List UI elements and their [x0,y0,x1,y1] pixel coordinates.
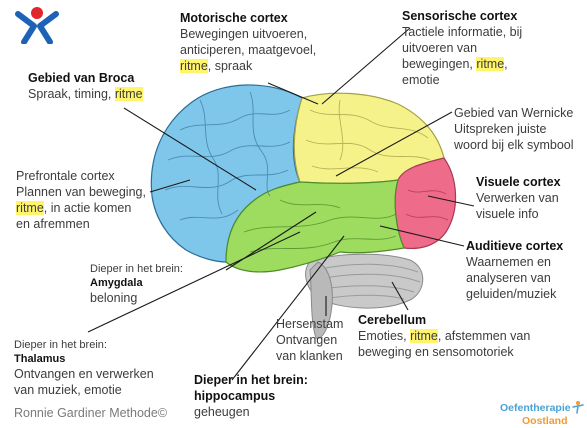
sensorische-line-2: uitvoeren van [402,40,522,56]
label-motorische-cortex: Motorische cortex Bewegingen uitvoeren, … [180,10,316,74]
label-cerebellum: Cerebellum Emoties, ritme, afstemmen van… [358,312,530,360]
cerebellum-highlight: ritme [410,329,438,343]
visuele-title: Visuele cortex [476,174,561,190]
label-broca: Gebied van Broca Spraak, timing, ritme [28,70,143,102]
hersenstam-line-3: van klanken [276,348,343,364]
broca-line-1: Spraak, timing, ritme [28,86,143,102]
hersenstam-line-1: Hersenstam [276,316,343,332]
hippocampus-title-1: Dieper in het brein: [194,372,308,388]
sensorische-after: , [504,57,507,71]
logo-figure-icon [572,400,584,414]
wernicke-line-3: woord bij elk symbool [454,137,574,153]
hersenstam-line-2: Ontvangen [276,332,343,348]
oefentherapie-logo: Oefentherapie Oostland [500,400,584,426]
broca-highlight: ritme [115,87,143,101]
cerebellum-line-2: beweging en sensomotoriek [358,344,530,360]
label-wernicke: Gebied van Wernicke Uitspreken juiste wo… [454,105,574,153]
auditieve-title: Auditieve cortex [466,238,563,254]
label-amygdala: Dieper in het brein: Amygdala beloning [90,262,183,306]
sensorische-highlight: ritme [476,57,504,71]
amygdala-desc: beloning [90,290,183,306]
motorische-title: Motorische cortex [180,10,316,26]
cerebellum-title: Cerebellum [358,312,530,328]
cerebellum-line-1: Emoties, ritme, afstemmen van [358,328,530,344]
prefrontale-highlight: ritme [16,201,44,215]
sensorische-line-4: emotie [402,72,522,88]
wernicke-line-1: Gebied van Wernicke [454,105,574,121]
sensorische-title: Sensorische cortex [402,8,522,24]
sensorische-line-3: bewegingen, ritme, [402,56,522,72]
label-visuele-cortex: Visuele cortex Verwerken van visuele inf… [476,174,561,222]
auditieve-line-2: analyseren van [466,270,563,286]
motorische-after: , spraak [208,59,252,73]
thalamus-line-2: van muziek, emotie [14,382,154,398]
broca-title: Gebied van Broca [28,70,143,86]
auditieve-line-3: geluiden/muziek [466,286,563,302]
thalamus-line-1: Ontvangen en verwerken [14,366,154,382]
prefrontale-after: , in actie komen [44,201,132,215]
cerebellum-after: , afstemmen van [438,329,530,343]
hippocampus-desc: geheugen [194,404,308,420]
thalamus-intro: Dieper in het brein: [14,338,154,352]
visuele-line-1: Verwerken van [476,190,561,206]
label-sensorische-cortex: Sensorische cortex Tactiele informatie, … [402,8,522,88]
label-hersenstam: Hersenstam Ontvangen van klanken [276,316,343,364]
motorische-highlight: ritme [180,59,208,73]
motorische-line-3: ritme, spraak [180,58,316,74]
label-thalamus: Dieper in het brein: Thalamus Ontvangen … [14,338,154,398]
prefrontale-line-4: en afremmen [16,216,146,232]
sensorische-pre: bewegingen, [402,57,476,71]
label-auditieve-cortex: Auditieve cortex Waarnemen en analyseren… [466,238,563,302]
credit-text: Ronnie Gardiner Methode© [14,406,167,420]
cerebellum-pre: Emoties, [358,329,410,343]
visuele-line-2: visuele info [476,206,561,222]
logo-line-2: Oostland [522,415,568,427]
hippocampus-title-2: hippocampus [194,388,308,404]
auditieve-line-1: Waarnemen en [466,254,563,270]
broca-pre: Spraak, timing, [28,87,115,101]
motorische-line-1: Bewegingen uitvoeren, [180,26,316,42]
prefrontale-line-3: ritme, in actie komen [16,200,146,216]
wernicke-line-2: Uitspreken juiste [454,121,574,137]
prefrontale-line-1: Prefrontale cortex [16,168,146,184]
label-hippocampus: Dieper in het brein: hippocampus geheuge… [194,372,308,420]
motorische-line-2: anticiperen, maatgevoel, [180,42,316,58]
thalamus-title: Thalamus [14,352,154,366]
amygdala-title: Amygdala [90,276,183,290]
label-prefrontale-cortex: Prefrontale cortex Plannen van beweging,… [16,168,146,232]
amygdala-intro: Dieper in het brein: [90,262,183,276]
prefrontale-line-2: Plannen van beweging, [16,184,146,200]
logo-line-1: Oefentherapie [500,402,571,414]
sensorische-line-1: Tactiele informatie, bij [402,24,522,40]
